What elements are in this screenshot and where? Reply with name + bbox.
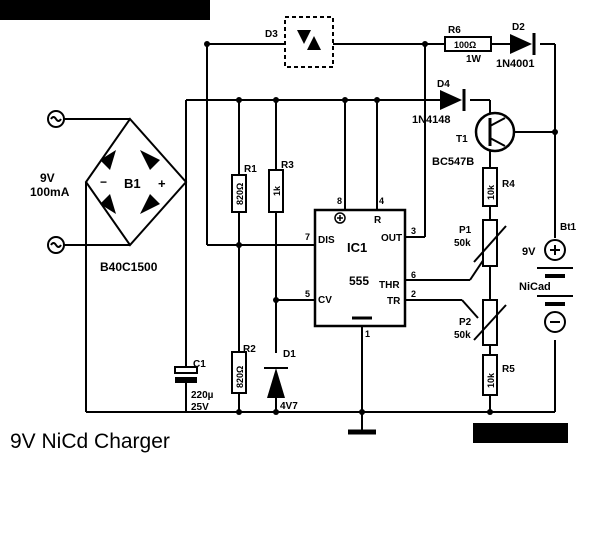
- battery-voltage: 9V: [522, 246, 536, 258]
- r6-power: 1W: [466, 54, 482, 65]
- r2-ref: R2: [243, 344, 256, 355]
- ic1-pin-cv: CV: [318, 295, 332, 306]
- t1-part: BC547B: [432, 156, 474, 168]
- r6-ref: R6: [448, 25, 461, 36]
- b1-minus: −: [100, 175, 107, 189]
- r2-value: 820Ω: [235, 366, 245, 388]
- d4-diode: [440, 90, 462, 110]
- d4-part: 1N4148: [412, 114, 451, 126]
- p2-value: 50k: [454, 330, 471, 341]
- ic1-pin-dis: DIS: [318, 235, 335, 246]
- r5-value: 10k: [486, 372, 496, 388]
- b1-plus: +: [158, 176, 166, 191]
- c1-value: 220µ: [191, 390, 214, 401]
- r4-ref: R4: [502, 179, 515, 190]
- d2-part: 1N4001: [496, 58, 535, 70]
- c1-voltage: 25V: [191, 402, 209, 413]
- d1-zener: [267, 368, 285, 398]
- ic1-ref: IC1: [347, 240, 367, 255]
- r6-value: 100Ω: [454, 40, 476, 50]
- d1-ref: D1: [283, 349, 296, 360]
- wires: [47, 43, 556, 435]
- r5-resistor: [482, 354, 498, 396]
- junction-dots: [204, 41, 558, 415]
- r3-value: 1k: [272, 185, 282, 196]
- ic1-pin-out: OUT: [381, 233, 402, 244]
- bridge-diodes: [100, 150, 160, 214]
- ic1-pin1: 1: [365, 329, 370, 339]
- p1-ref: P1: [459, 225, 472, 236]
- bottom-black-bar: [473, 423, 568, 443]
- t1-transistor: [474, 111, 516, 153]
- r3-ref: R3: [281, 160, 294, 171]
- ic1-pin-r: R: [374, 215, 382, 226]
- top-black-bar: [0, 0, 210, 20]
- p2-ref: P2: [459, 317, 472, 328]
- t1-ref: T1: [456, 134, 468, 145]
- b1-label: B1: [124, 176, 141, 191]
- b1-part: B40C1500: [100, 260, 158, 274]
- supply-current: 100mA: [30, 185, 70, 199]
- r1-value: 820Ω: [235, 183, 245, 205]
- ic1-pin7: 7: [305, 232, 310, 242]
- r1-resistor: [231, 174, 247, 213]
- p1-value: 50k: [454, 238, 471, 249]
- d2-ref: D2: [512, 22, 525, 33]
- c1-capacitor: [174, 366, 198, 374]
- ic1-pin2: 2: [411, 289, 416, 299]
- r3-resistor: [268, 169, 284, 213]
- battery-type: NiCad: [519, 281, 551, 293]
- ic1-pin6: 6: [411, 270, 416, 280]
- ic1-pin3: 3: [411, 226, 416, 236]
- r2-resistor: [231, 351, 247, 394]
- battery-ref: Bt1: [560, 222, 577, 233]
- r6-resistor: [444, 36, 492, 52]
- ic1-pin4: 4: [379, 196, 384, 206]
- r1-ref: R1: [244, 164, 257, 175]
- d3-optocoupler: [284, 16, 334, 68]
- supply-voltage: 9V: [40, 171, 55, 185]
- ic1-555: [313, 208, 407, 328]
- d2-diode: [510, 34, 532, 54]
- ic1-pin-tr: TR: [387, 296, 401, 307]
- c1-ref: C1: [193, 359, 206, 370]
- d4-ref: D4: [437, 79, 450, 90]
- ic1-pin-thr: THR: [379, 280, 400, 291]
- diagram-caption: 9V NiCd Charger: [10, 430, 170, 453]
- d3-ref: D3: [265, 29, 278, 40]
- d1-value: 4V7: [280, 401, 298, 412]
- ic1-pin5: 5: [305, 289, 310, 299]
- r5-ref: R5: [502, 364, 515, 375]
- ic1-part: 555: [349, 274, 369, 288]
- r4-resistor: [482, 167, 498, 207]
- r4-value: 10k: [486, 184, 496, 200]
- ic1-pin8: 8: [337, 196, 342, 206]
